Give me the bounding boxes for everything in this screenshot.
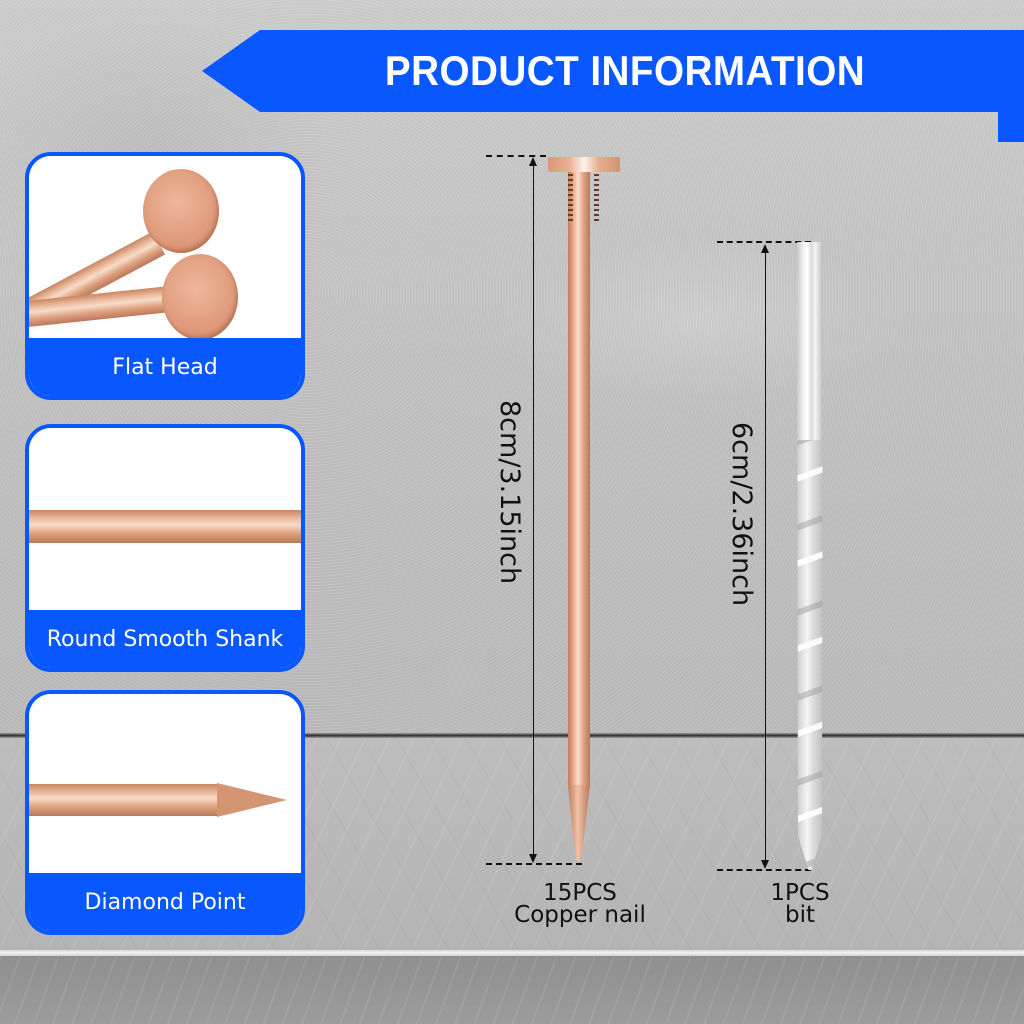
nail-head-icon [162, 254, 238, 340]
nail-head-icon [143, 169, 219, 253]
feature-card-diamond-point: Diamond Point [25, 690, 305, 935]
feature-card-smooth-shank: Round Smooth Shank [25, 424, 305, 672]
bit-quantity: 1PCS [770, 880, 830, 906]
bit-name: bit [784, 902, 815, 928]
copper-nail-shaft [568, 170, 590, 785]
copper-nail-head [548, 157, 620, 172]
feature-label: Flat Head [29, 338, 301, 396]
nail-quantity: 15PCS [543, 880, 617, 906]
diamond-tip-icon [217, 783, 287, 817]
flat-head-nail-photo [29, 156, 301, 340]
nail-dimension-label: 8cm/3.15inch [494, 400, 525, 585]
smooth-shank-photo [29, 428, 301, 612]
nail-bottom-dimension-line [486, 863, 582, 865]
title-banner-strip [998, 30, 1024, 142]
page-title: PRODUCT INFORMATION [384, 47, 866, 94]
shank-rod-icon [29, 510, 301, 543]
nail-name: Copper nail [514, 902, 646, 928]
diamond-point-photo [29, 694, 301, 878]
drill-bit-flute [797, 440, 823, 870]
feature-label: Round Smooth Shank [29, 610, 301, 668]
nail-product-label: 15PCS Copper nail [490, 880, 670, 928]
feature-label: Diamond Point [29, 873, 301, 931]
bit-bottom-dimension-line [717, 869, 811, 871]
marble-floor [0, 956, 1024, 1024]
bit-dimension-line [765, 250, 766, 862]
arrow-up-icon [761, 244, 769, 253]
nail-dimension-line [533, 164, 534, 856]
drill-bit-shank [797, 242, 823, 442]
arrow-down-icon [761, 860, 769, 869]
marble-edge-highlight [0, 950, 1024, 956]
feature-card-flat-head: Flat Head [25, 152, 305, 400]
bit-product-label: 1PCS bit [740, 880, 860, 928]
nail-grip-icon [594, 174, 599, 224]
bit-dimension-label: 6cm/2.36inch [726, 422, 757, 607]
arrow-up-icon [529, 157, 537, 166]
nail-top-dimension-line [486, 155, 546, 157]
title-banner-arrow [202, 30, 1024, 112]
arrow-down-icon [529, 854, 537, 863]
point-shank-icon [29, 784, 219, 816]
nail-grip-icon [568, 174, 573, 224]
bit-top-dimension-line [717, 241, 811, 243]
wall-seam [0, 733, 1024, 738]
